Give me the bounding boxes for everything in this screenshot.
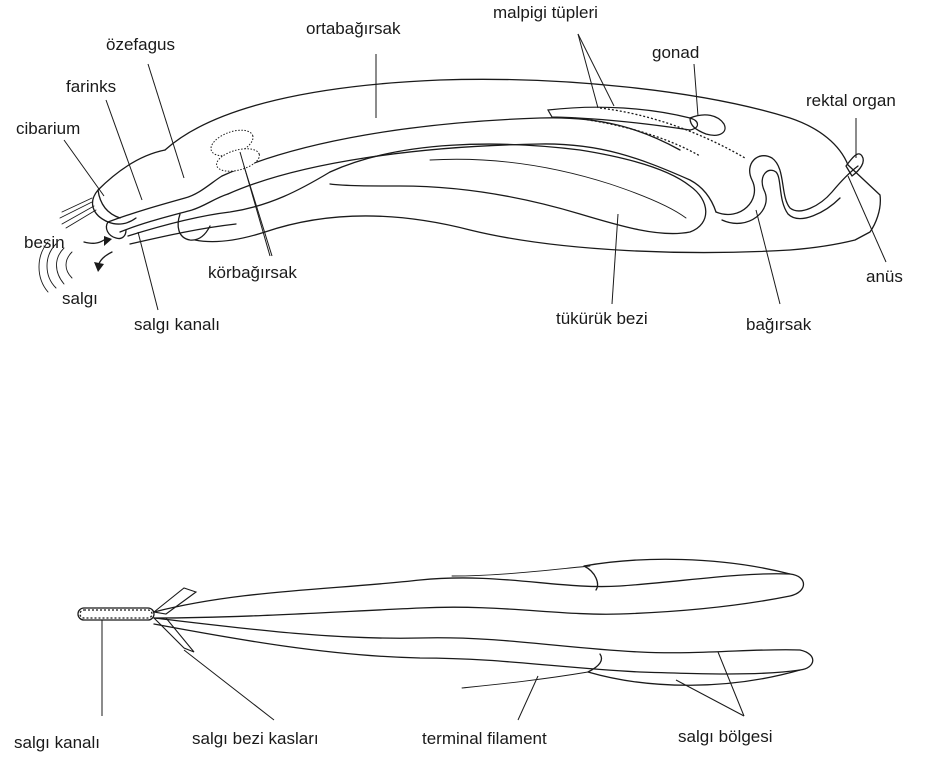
salivary-gland-diagram: salgı kanalı salgı bezi kasları terminal…	[14, 559, 813, 752]
label-cibarium: cibarium	[16, 119, 80, 138]
food-in-arrowhead	[104, 236, 112, 246]
leader-tukuruk	[612, 214, 618, 304]
hindgut-coil-inner	[722, 170, 840, 223]
label-salgi-kanali: salgı kanalı	[134, 315, 220, 334]
label-korbagirsak: körbağırsak	[208, 263, 297, 282]
label-b-terminal-filament: terminal filament	[422, 729, 547, 748]
label-besin: besin	[24, 233, 65, 252]
salivary-duct-top	[128, 172, 330, 236]
salivary-gland-inner	[430, 159, 686, 218]
leader-farinks	[106, 100, 142, 200]
saliva-out-arrowhead	[94, 262, 104, 272]
foregut-upper	[108, 176, 222, 222]
label-ortabagirsak: ortabağırsak	[306, 19, 401, 38]
label-b-salgi-bezi-kaslari: salgı bezi kasları	[192, 729, 319, 748]
leader-b-terminal-filament	[518, 676, 538, 720]
label-farinks: farinks	[66, 77, 116, 96]
gland-lower-filament	[462, 672, 588, 688]
gland-upper-filament	[452, 566, 590, 576]
leader-ozefagus	[148, 64, 184, 178]
leader-cibarium	[64, 140, 104, 196]
label-b-salgi-bolgesi: salgı bölgesi	[678, 727, 773, 746]
leader-salgi-kanali	[138, 232, 158, 310]
label-anus: anüs	[866, 267, 903, 286]
food-in-arrow	[84, 240, 104, 243]
leader-b-salgi-bolgesi-2	[676, 680, 744, 716]
leader-malpigi-1	[578, 34, 598, 108]
gland-muscle-lower	[154, 618, 194, 652]
midgut-upper	[222, 118, 680, 176]
midgut-lower	[228, 144, 716, 212]
gland-lower-secretory	[588, 654, 800, 685]
label-gonad: gonad	[652, 43, 699, 62]
leader-malpigi-2	[578, 34, 614, 106]
leader-gonad	[694, 64, 698, 116]
leader-anus	[848, 176, 886, 262]
label-tukuruk-bezi: tükürük bezi	[556, 309, 648, 328]
gland-upper-lobe	[154, 574, 804, 618]
salivary-duct-tube	[80, 610, 152, 618]
leader-bagirsak	[756, 210, 780, 304]
head-capsule	[93, 150, 165, 224]
salivary-gland	[330, 144, 706, 233]
labellum-hairs	[60, 198, 96, 228]
hindgut-coil	[716, 156, 858, 215]
leader-b-salgi-bezi-kaslari	[184, 650, 274, 720]
label-salgi: salgı	[62, 289, 98, 308]
label-malpigi: malpigi tüpleri	[493, 3, 598, 22]
label-bagirsak: bağırsak	[746, 315, 812, 334]
insect-digestive-system: özefagus ortabağırsak malpigi tüpleri go…	[16, 3, 903, 334]
label-b-salgi-kanali: salgı kanalı	[14, 733, 100, 752]
label-rektal-organ: rektal organ	[806, 91, 896, 110]
cibarium-outline	[98, 190, 120, 218]
body-outline	[165, 79, 880, 252]
gland-lower-lobe	[154, 618, 813, 674]
label-ozefagus: özefagus	[106, 35, 175, 54]
